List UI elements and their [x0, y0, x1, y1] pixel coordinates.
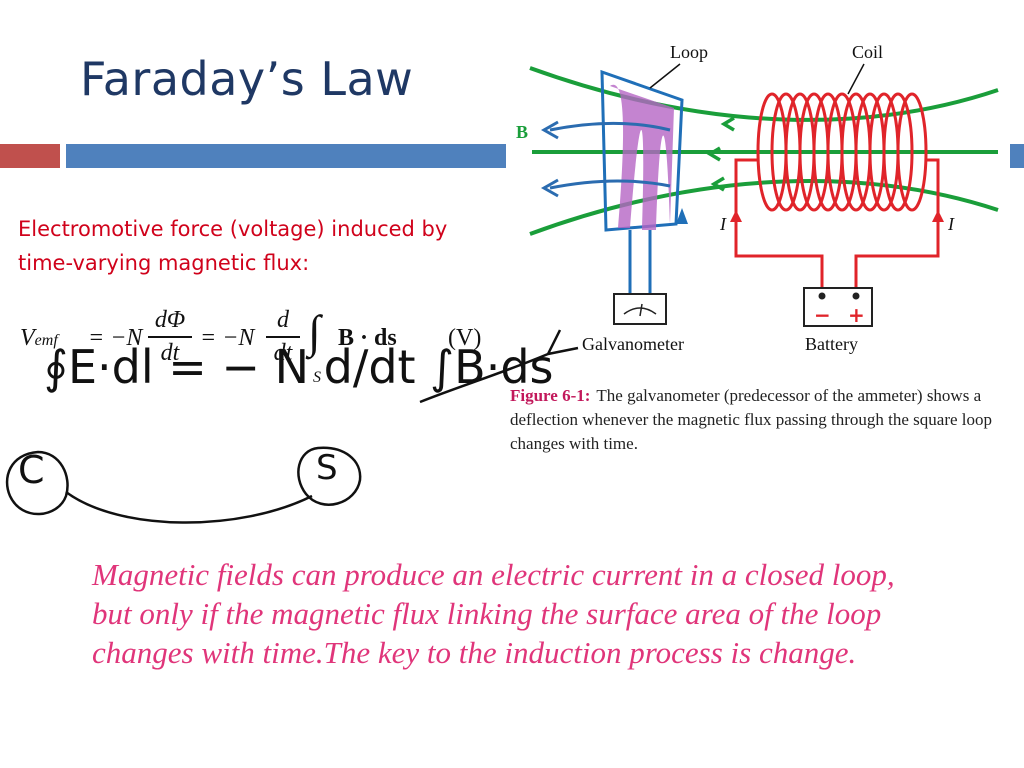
fraction-2-bar: [266, 336, 300, 338]
key-statement: Magnetic fields can produce an electric …: [92, 557, 895, 670]
loop-pointer: [649, 63, 681, 89]
field-chevron-1: [720, 116, 735, 132]
ink-pointer-to-figure: [419, 329, 579, 404]
label-coil: Coil: [852, 42, 883, 62]
subtitle: Electromotive force (voltage) induced by…: [18, 217, 448, 275]
faraday-equation: Vemf = −N dΦ dt = −N d dt ∫ S B · ds (V): [20, 305, 500, 395]
label-b-field: B: [516, 122, 528, 142]
figure-caption: Figure 6-1:The galvanometer (predecessor…: [510, 384, 1010, 456]
equation-eq2: = −N: [200, 325, 255, 351]
field-line-top: [529, 66, 999, 122]
coil-current-arrow-left: [730, 210, 742, 222]
equation-fraction-2: d dt: [266, 307, 300, 367]
battery-terminal-minus: [818, 292, 826, 300]
coil: [756, 92, 928, 212]
field-chevron-3: [710, 176, 725, 192]
label-battery-minus: −: [814, 303, 831, 327]
equation-eq1: = −N: [88, 325, 143, 351]
loop-current-arrow: [676, 208, 688, 224]
fraction-1-bar: [148, 336, 192, 338]
battery-terminal-plus: [852, 292, 860, 300]
caption-text: The galvanometer (predecessor of the amm…: [510, 386, 992, 453]
coil-wire-right: [854, 158, 940, 290]
fraction-1-denominator: dt: [160, 339, 180, 366]
flux-arrow-upper: [549, 121, 671, 132]
handwritten-equation: ∮E·dl = − N d/dt ∫B·ds: [44, 340, 554, 394]
fraction-1-numerator: dΦ: [154, 307, 186, 333]
equation-fraction-1: dΦ dt: [148, 307, 192, 367]
ink-connector-curve: [65, 490, 313, 524]
galvanometer-dial: [623, 307, 657, 315]
handwritten-contour-label: C: [18, 448, 45, 492]
field-chevron-2: [706, 146, 721, 162]
ink-circle-c: [5, 450, 69, 516]
integral-sign: ∫: [308, 306, 321, 357]
field-line-bottom: [529, 179, 999, 236]
galvanometer-box: [613, 293, 667, 325]
label-battery-plus: +: [848, 303, 865, 327]
coil-current-arrow-right: [932, 210, 944, 222]
flux-arrow-upper-head: [540, 120, 559, 140]
battery-box: [803, 287, 873, 327]
handwritten-surface-label: S: [316, 448, 338, 488]
coil-pointer: [847, 63, 865, 95]
label-loop: Loop: [670, 42, 708, 62]
coil-wire-left: [734, 158, 824, 290]
accent-bar-red: [0, 144, 60, 168]
accent-bar-blue: [66, 144, 506, 168]
flux-arrow-lower: [549, 179, 671, 190]
galvanometer-needle: [639, 303, 643, 317]
equation-unit: (V): [448, 325, 482, 351]
label-current-left: I: [719, 214, 727, 234]
label-current-right: I: [947, 214, 955, 234]
ink-circle-s: [297, 446, 362, 506]
fraction-2-denominator: dt: [273, 339, 293, 366]
accent-bar-blue-right: [1010, 144, 1024, 168]
handwritten-annotation: [5, 329, 579, 524]
label-galvanometer: Galvanometer: [582, 334, 684, 354]
equation-lhs: Vemf: [20, 325, 58, 351]
fraction-2-numerator: d: [277, 307, 289, 333]
integral-limit: S: [313, 369, 321, 386]
label-battery: Battery: [805, 334, 858, 354]
faraday-diagram: Loop Coil B I I − + Galvanometer Battery: [516, 42, 999, 354]
equation-integrand: B · ds: [338, 325, 397, 351]
flux-arrow-lower-head: [540, 178, 559, 198]
equation-lhs-subscript: emf: [34, 332, 58, 349]
caption-label: Figure 6-1:: [510, 386, 591, 405]
loop-flux-shading: [610, 84, 674, 230]
slide-title: Faraday’s Law: [80, 52, 414, 106]
